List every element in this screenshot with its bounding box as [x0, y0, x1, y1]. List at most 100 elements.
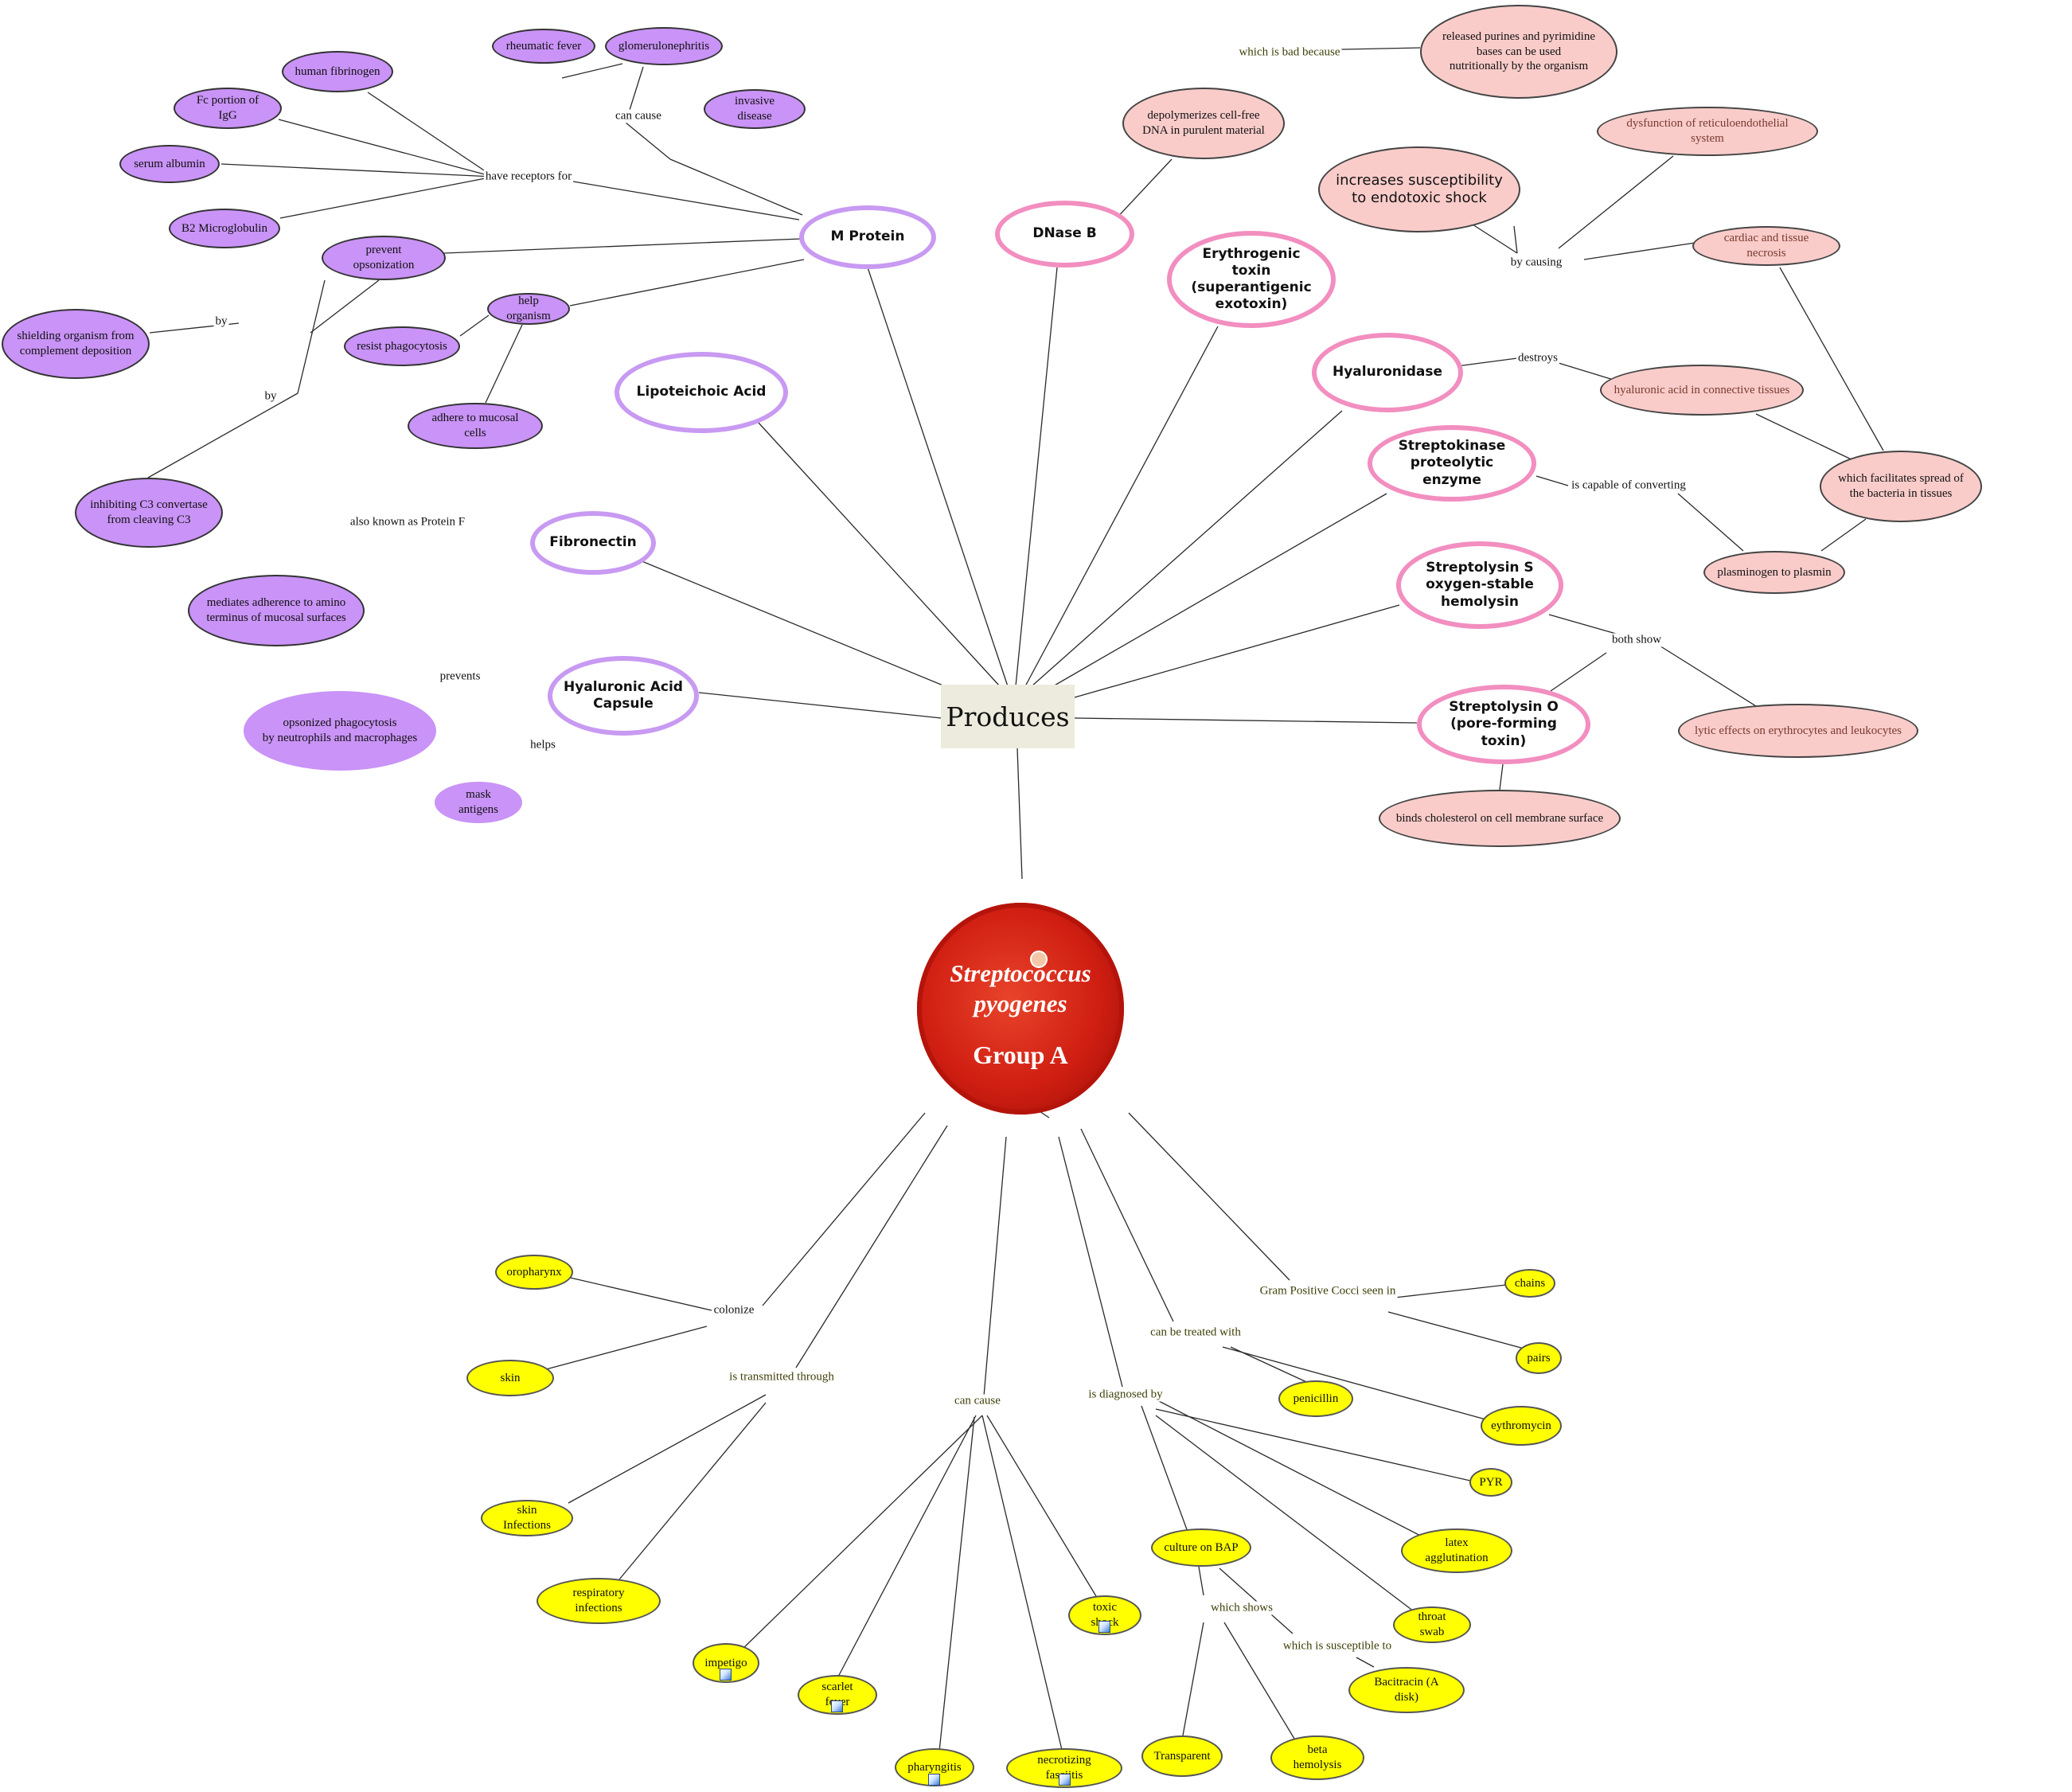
mask-antigens-node[interactable]: mask antigens: [435, 782, 522, 823]
help-organism-node[interactable]: help organism: [487, 293, 570, 325]
lipoteichoic-acid-node[interactable]: Lipoteichoic Acid: [615, 352, 788, 433]
link-by-causing: by causing: [1508, 256, 1564, 270]
opsonized-phagocytosis-node[interactable]: opsonized phagocytosis by neutrophils an…: [244, 691, 436, 771]
latex-agglutination-node[interactable]: latex agglutination: [1401, 1528, 1512, 1573]
facilitates-spread-node[interactable]: which facilitates spread of the bacteria…: [1820, 451, 1982, 522]
connector-line: [1583, 241, 1701, 260]
organism-plate[interactable]: Streptococcus pyogenes Group A: [917, 903, 1124, 1115]
connector-line: [459, 314, 490, 337]
impetigo-node[interactable]: impetigo: [693, 1643, 759, 1683]
connector-line: [1230, 1346, 1314, 1386]
connector-line: [983, 1136, 1007, 1397]
culture-bap-node[interactable]: culture on BAP: [1151, 1528, 1251, 1567]
cardiac-necrosis-node[interactable]: cardiac and tissue necrosis: [1692, 226, 1840, 266]
connector-line: [1016, 748, 1023, 880]
chains-node[interactable]: chains: [1504, 1269, 1555, 1298]
binds-cholesterol-node[interactable]: binds cholesterol on cell membrane surfa…: [1379, 790, 1621, 847]
connector-line: [1356, 1657, 1375, 1668]
connector-line: [1677, 493, 1744, 552]
inhibiting-c3-node[interactable]: inhibiting C3 convertase from cleaving C…: [75, 478, 223, 548]
connector-line: [279, 176, 494, 219]
erythromycin-node[interactable]: eythromycin: [1481, 1406, 1562, 1446]
fibronectin-node[interactable]: Fibronectin: [530, 511, 656, 575]
increases-susceptibility-node[interactable]: increases susceptibility to endotoxic sh…: [1318, 146, 1520, 232]
connector-line: [1550, 652, 1607, 692]
erythrogenic-toxin-node[interactable]: Erythrogenic toxin (superantigenic exoto…: [1167, 231, 1336, 328]
connector-line: [569, 259, 805, 306]
skin-node[interactable]: skin: [466, 1360, 554, 1396]
connector-line: [147, 392, 299, 478]
connector-line: [669, 158, 803, 216]
transparent-node[interactable]: Transparent: [1141, 1735, 1223, 1777]
human-fibrinogen-node[interactable]: human fibrinogen: [282, 51, 393, 92]
resist-phagocytosis-node[interactable]: resist phagocytosis: [344, 326, 460, 366]
connector-line: [1219, 1568, 1294, 1634]
dnase-b-node[interactable]: DNase B: [995, 201, 1134, 267]
hyaluronic-connective-node[interactable]: hyaluronic acid in connective tissues: [1600, 365, 1804, 416]
lytic-effects-node[interactable]: lytic effects on erythrocytes and leukoc…: [1678, 704, 1918, 758]
connector-line: [1031, 410, 1343, 687]
released-purines-node[interactable]: released purines and pyrimidine bases ca…: [1420, 5, 1617, 99]
hyaluronidase-node[interactable]: Hyaluronidase: [1312, 333, 1463, 412]
b2-microglobulin-node[interactable]: B2 Microglobulin: [169, 209, 280, 248]
connector-line: [1558, 155, 1674, 249]
link-transmitted: is transmitted through: [728, 1370, 836, 1384]
depolymerizes-node[interactable]: depolymerizes cell-free DNA in purulent …: [1122, 88, 1285, 159]
produces-box[interactable]: Produces: [941, 685, 1075, 748]
connector-line: [572, 181, 800, 221]
respiratory-infections-node[interactable]: respiratory infections: [537, 1578, 661, 1624]
rheumatic-fever-node[interactable]: rheumatic fever: [492, 29, 595, 64]
mediates-adherence-node[interactable]: mediates adherence to amino terminus of …: [188, 575, 365, 646]
connector-line: [1155, 1408, 1478, 1483]
streptolysin-o-node[interactable]: Streptolysin O (pore-forming toxin): [1417, 685, 1590, 764]
connector-line: [1058, 1136, 1123, 1388]
image-attachment-icon[interactable]: [720, 1669, 732, 1681]
connector-line: [1499, 763, 1504, 791]
pharyngitis-node[interactable]: pharyngitis: [895, 1748, 974, 1786]
beta-hemolysis-node[interactable]: beta hemolysis: [1270, 1735, 1364, 1780]
connector-line: [1141, 1405, 1188, 1532]
connector-line: [698, 692, 942, 719]
connector-line: [1558, 362, 1617, 381]
dysfunction-res-node[interactable]: dysfunction of reticuloendothelial syste…: [1597, 107, 1818, 156]
connector-line: [1047, 493, 1387, 690]
invasive-disease-node[interactable]: invasive disease: [704, 89, 806, 129]
pyr-node[interactable]: PYR: [1469, 1468, 1512, 1497]
connector-line: [1779, 267, 1884, 451]
prevent-opsonization-node[interactable]: prevent opsonization: [322, 236, 446, 280]
link-prevents: prevents: [438, 670, 482, 684]
penicillin-node[interactable]: penicillin: [1278, 1380, 1353, 1417]
connector-line: [297, 279, 326, 394]
hyaluronic-capsule-node[interactable]: Hyaluronic Acid Capsule: [548, 656, 699, 736]
fc-igg-node[interactable]: Fc portion of IgG: [174, 88, 282, 129]
connector-line: [1223, 1622, 1295, 1739]
connector-line: [1198, 1566, 1204, 1596]
link-by-2: by: [263, 389, 279, 404]
connector-line: [566, 1276, 712, 1311]
bacitracin-node[interactable]: Bacitracin (A disk): [1348, 1667, 1465, 1713]
image-attachment-icon[interactable]: [1098, 1621, 1110, 1633]
serum-albumin-node[interactable]: serum albumin: [119, 145, 220, 183]
plasminogen-node[interactable]: plasminogen to plasmin: [1703, 551, 1845, 594]
shielding-node[interactable]: shielding organism from complement depos…: [2, 309, 150, 379]
connector-line: [741, 1415, 983, 1650]
image-attachment-icon[interactable]: [928, 1774, 940, 1786]
streptolysin-s-node[interactable]: Streptolysin S oxygen-stable hemolysin: [1396, 541, 1563, 629]
connector-line: [1015, 267, 1058, 687]
connector-line: [938, 1416, 975, 1752]
image-attachment-icon[interactable]: [1059, 1774, 1071, 1786]
link-destroys: destroys: [1516, 351, 1559, 365]
pairs-node[interactable]: pairs: [1516, 1342, 1562, 1374]
adhere-mucosal-node[interactable]: adhere to mucosal cells: [408, 403, 543, 449]
link-also-known: also known as Protein F: [348, 515, 467, 529]
organism-name: Streptococcus pyogenes: [950, 959, 1091, 1017]
skin-infections-node[interactable]: skin Infections: [481, 1500, 573, 1536]
image-attachment-icon[interactable]: [831, 1700, 843, 1712]
m-protein-node[interactable]: M Protein: [799, 205, 936, 269]
glomerulonephritis-node[interactable]: glomerulonephritis: [605, 27, 723, 65]
streptokinase-node[interactable]: Streptokinase proteolytic enzyme: [1368, 425, 1536, 502]
throat-swab-node[interactable]: throat swab: [1393, 1607, 1471, 1643]
connector-line: [485, 324, 523, 404]
oropharynx-node[interactable]: oropharynx: [495, 1255, 573, 1290]
